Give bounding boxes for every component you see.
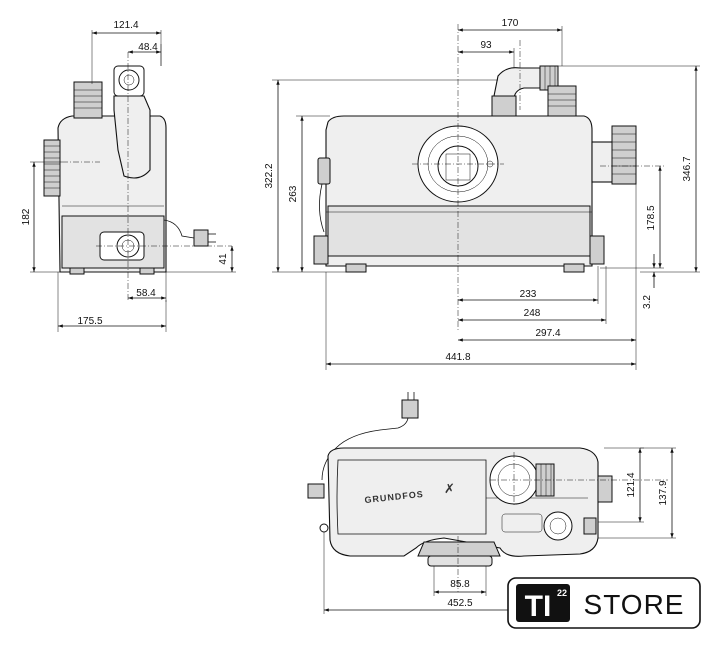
dim-front-93: 93 <box>480 40 492 51</box>
dim-front-233: 233 <box>520 289 537 300</box>
dim-front-263: 263 <box>288 185 299 202</box>
front-view-dimensions: 170 93 322.2 263 346.7 178.5 3.2 233 2 <box>264 18 700 370</box>
dim-front-248: 248 <box>524 308 541 319</box>
dim-side-41: 41 <box>218 253 229 265</box>
badge-logo-text: TI <box>525 590 552 623</box>
dim-top-121-4: 121.4 <box>626 472 637 497</box>
dim-side-121-4: 121.4 <box>113 20 138 31</box>
dim-front-322-2: 322.2 <box>264 163 275 188</box>
badge-logo-superscript: 22 <box>557 588 567 598</box>
dim-front-297-4: 297.4 <box>535 328 560 339</box>
dim-front-178-5: 178.5 <box>646 205 657 230</box>
badge-store-label: STORE <box>584 589 685 620</box>
brand-logo-mark: ✗ <box>444 481 455 496</box>
dim-front-170: 170 <box>502 18 519 29</box>
store-badge[interactable]: TI 22 STORE <box>507 577 701 629</box>
top-view: GRUNDFOS ✗ <box>307 392 668 592</box>
front-view <box>313 24 664 330</box>
side-view-dimensions: 121.4 48.4 182 41 58.4 175.5 <box>21 20 236 332</box>
dim-side-175-5: 175.5 <box>77 316 102 327</box>
dim-top-452-5: 452.5 <box>447 598 472 609</box>
dim-top-137-9: 137.9 <box>658 480 669 505</box>
dim-side-58-4: 58.4 <box>136 288 156 299</box>
dim-front-346-7: 346.7 <box>682 156 693 181</box>
dim-front-441-8: 441.8 <box>445 352 470 363</box>
side-view <box>43 52 232 300</box>
dim-top-85-8: 85.8 <box>450 579 470 590</box>
dim-side-48-4: 48.4 <box>138 42 158 53</box>
dim-front-3-2: 3.2 <box>642 295 653 309</box>
dim-side-182: 182 <box>21 208 32 225</box>
